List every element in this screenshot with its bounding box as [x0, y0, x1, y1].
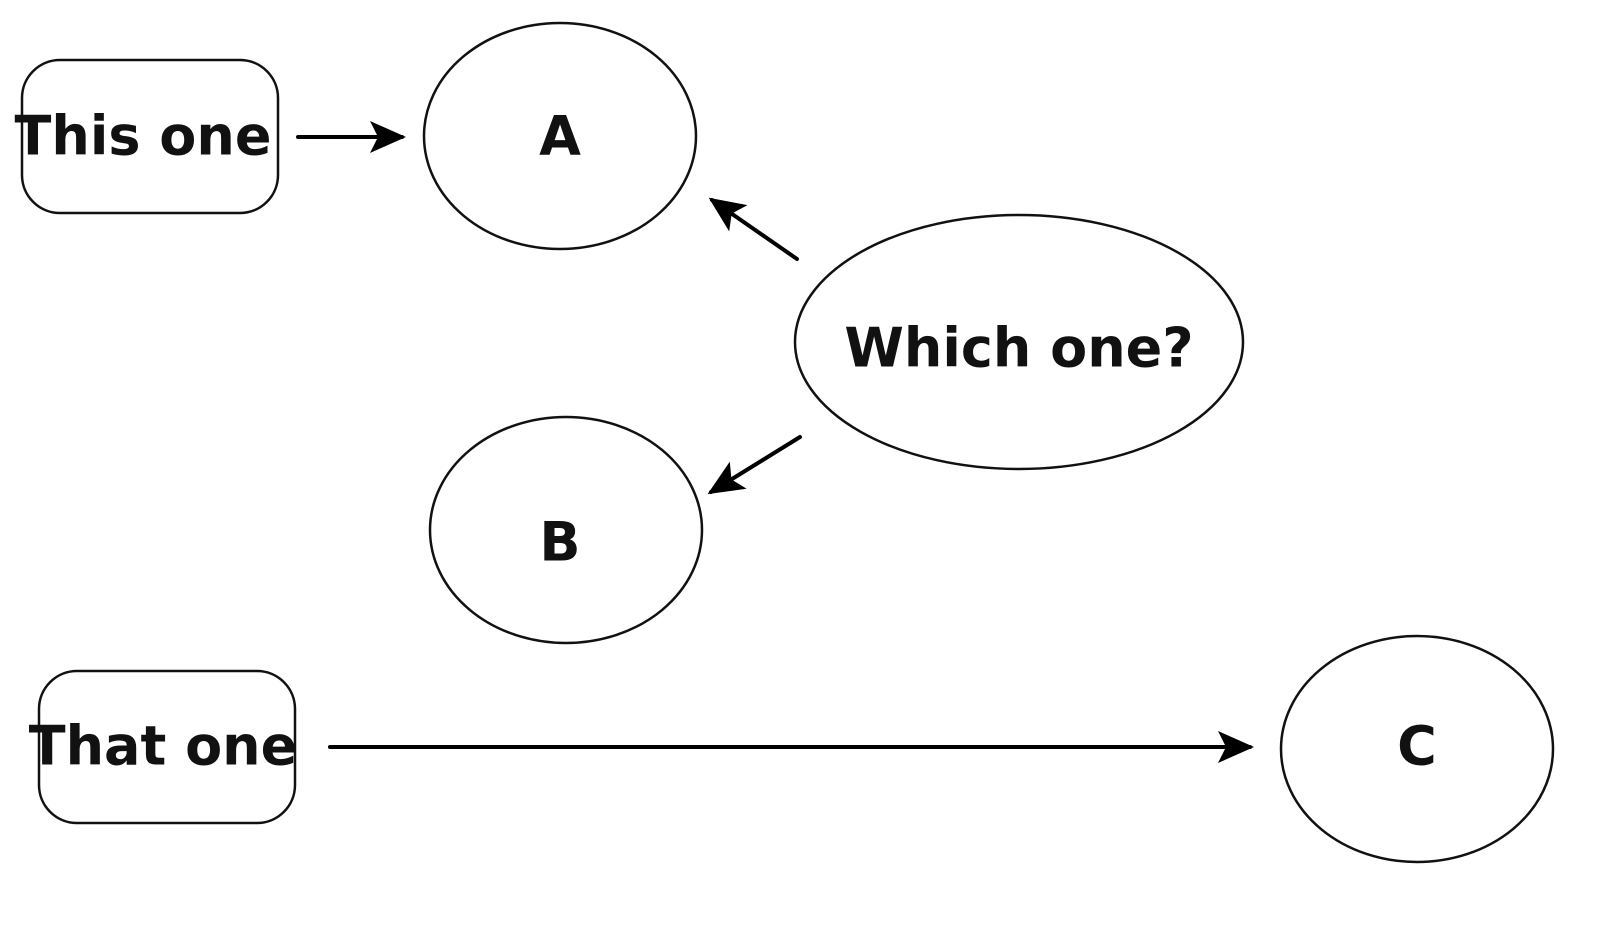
box-this-one-label: This one	[15, 105, 272, 168]
node-b-label: B	[539, 511, 580, 574]
box-that-one-label: That one	[29, 715, 298, 778]
node-c-label: C	[1397, 715, 1437, 778]
box-that-one[interactable]: That one	[29, 669, 298, 825]
node-a-label: A	[539, 105, 581, 168]
arrow-which-one-to-b	[707, 435, 802, 495]
node-b[interactable]: B	[428, 415, 704, 645]
node-c[interactable]: C	[1279, 634, 1555, 864]
arrow-which-one-to-a	[708, 197, 799, 261]
box-this-one[interactable]: This one	[15, 58, 280, 215]
node-a[interactable]: A	[422, 21, 698, 251]
node-which-one[interactable]: Which one?	[793, 213, 1245, 471]
node-which-one-label: Which one?	[844, 317, 1193, 380]
